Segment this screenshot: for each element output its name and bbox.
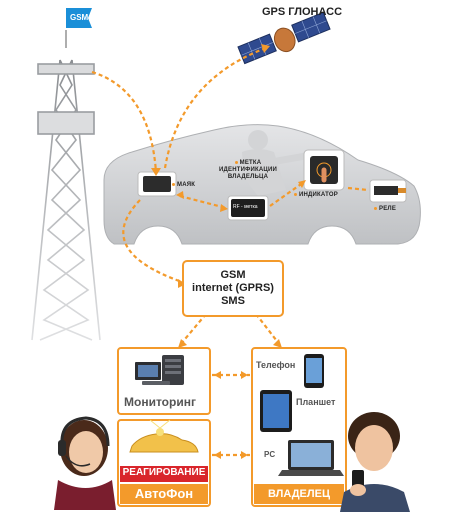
server-rack-icon [135, 355, 184, 385]
indicator-label: ИНДИКАТОР [294, 192, 338, 198]
reaction-banner-bg [120, 466, 208, 482]
owner-label: ВЛАДЕЛЕЦ [267, 488, 330, 500]
satellite-icon [237, 11, 331, 65]
mayak-gsm-link [122, 199, 183, 284]
owner-banner-bg [254, 484, 344, 504]
monitoring-label: Мониторинг [124, 395, 196, 409]
indicator-device [303, 149, 345, 191]
gsm-right-link [255, 313, 281, 346]
gsm-flag-label: GSM [70, 13, 89, 22]
pc-label: PC [264, 450, 276, 459]
mayak-rf-link [179, 194, 227, 210]
relay-label: РЕЛЕ [374, 206, 396, 212]
network-box: GSM internet (GPRS) SMS [182, 260, 284, 317]
reaction-car-icon [129, 419, 199, 453]
tower-mayak-link [91, 70, 158, 173]
tablet-icon [260, 390, 292, 432]
satellite-label: GPS ГЛОНАСС [262, 6, 343, 18]
mayak-device [137, 171, 177, 197]
brand-label: АвтоФон [134, 486, 194, 501]
operator-avatar [54, 416, 116, 510]
brand-banner-bg [120, 484, 208, 504]
network-internet: internet (GPRS) [192, 282, 274, 294]
mayak-label: МАЯК [172, 182, 195, 188]
satellite-mayak-link [163, 46, 267, 169]
laptop-icon [278, 440, 344, 476]
gsm-flag [65, 8, 92, 48]
rf-tag-label: RF - метка [233, 204, 258, 210]
relay-device [369, 179, 407, 203]
network-sms: SMS [221, 295, 245, 307]
tablet-label: Планшет [296, 397, 336, 407]
gsm-left-link [179, 313, 207, 346]
owner-tag-label: МЕТКА ИДЕНТИФИКАЦИИ ВЛАДЕЛЬЦА [214, 160, 282, 181]
owner-avatar [340, 412, 410, 512]
reaction-label: РЕАГИРОВАНИЕ [122, 467, 206, 478]
network-gsm: GSM [220, 269, 246, 281]
gsm-tower [31, 40, 101, 341]
rf-tag [227, 195, 269, 221]
phone-icon [304, 354, 324, 388]
phone-label: Телефон [256, 360, 296, 370]
indicator-relay-link [347, 186, 369, 192]
link-arrowheads [151, 44, 306, 459]
